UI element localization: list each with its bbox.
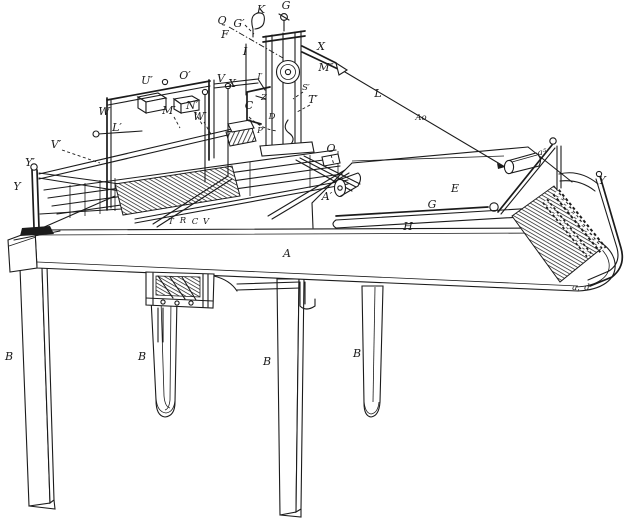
rear-left-leg xyxy=(150,297,178,418)
part-label-G2: G xyxy=(428,198,437,211)
part-label-U-prime: U′ xyxy=(141,74,153,87)
part-label-F: F xyxy=(220,28,229,41)
under-table-linkage xyxy=(145,271,316,343)
part-label-O-prime: O′ xyxy=(179,69,191,82)
part-label-A-prime: A′ xyxy=(321,190,333,203)
part-label-H: H xyxy=(402,220,413,233)
part-label-V-mid: V xyxy=(217,72,226,85)
part-label-B2: B xyxy=(137,350,146,363)
part-label-a-bot: a, xyxy=(572,283,580,293)
part-label-L-cord: L xyxy=(373,87,381,100)
part-label-O: O xyxy=(326,142,335,155)
part-label-N-prime: N′ xyxy=(185,99,199,112)
paper-frame xyxy=(106,78,266,211)
part-label-W-frame: W xyxy=(98,105,111,118)
part-label-G-top: G xyxy=(282,0,291,12)
part-label-X-mid: X xyxy=(227,77,237,90)
tension-cylinder xyxy=(503,152,542,175)
part-label-L-prime: L′ xyxy=(111,121,122,134)
part-label-I: I xyxy=(242,45,248,58)
part-label-E: E xyxy=(450,182,459,195)
table-body xyxy=(7,227,616,292)
keyboard xyxy=(497,137,624,287)
part-label-V-row: V xyxy=(203,217,210,227)
part-label-d-bot: d xyxy=(584,283,590,293)
part-label-Y-left: Y xyxy=(13,180,22,193)
part-label-Y-right: Y xyxy=(598,174,607,187)
part-label-B4: B xyxy=(352,347,361,360)
part-label-Y-prime: Y′ xyxy=(25,156,35,169)
key-lever-lattice xyxy=(38,92,350,228)
part-label-a5: a⁵ xyxy=(538,148,547,158)
part-label-T-row: T xyxy=(168,217,175,227)
part-label-B1: B xyxy=(4,350,13,363)
part-label-W-prime: W′ xyxy=(193,110,207,123)
part-label-B3: B xyxy=(262,355,271,368)
part-label-V-prime: V′ xyxy=(51,138,62,151)
part-label-Q: Q xyxy=(217,14,226,27)
part-label-C-mid: C xyxy=(245,99,254,112)
part-label-R-row: R xyxy=(179,216,187,226)
pulley-tower xyxy=(228,12,349,157)
part-label-M-dblprime: M″ xyxy=(317,61,334,74)
part-label-M-prime: M′ xyxy=(161,104,176,117)
part-label-Z: Z xyxy=(260,93,268,103)
label-leaders xyxy=(61,24,255,164)
part-label-D: D xyxy=(268,112,276,122)
part-label-K-top: K xyxy=(256,3,266,16)
part-label-P-prime: P′ xyxy=(256,126,265,136)
front-middle-leg xyxy=(276,277,305,518)
part-label-C-row: C xyxy=(192,217,199,227)
part-label-A: A xyxy=(282,247,291,260)
rear-right-leg xyxy=(361,285,384,418)
front-left-leg xyxy=(19,265,56,510)
part-label-Ao: Ao xyxy=(414,113,426,123)
part-label-S-prime: S′ xyxy=(302,83,310,93)
left-post xyxy=(13,163,123,241)
part-label-X-arm: X xyxy=(316,40,326,53)
part-label-I-prime: I′ xyxy=(256,72,262,82)
part-label-T-prime: T′ xyxy=(308,93,318,106)
part-label-G-prime: G′ xyxy=(233,17,245,30)
